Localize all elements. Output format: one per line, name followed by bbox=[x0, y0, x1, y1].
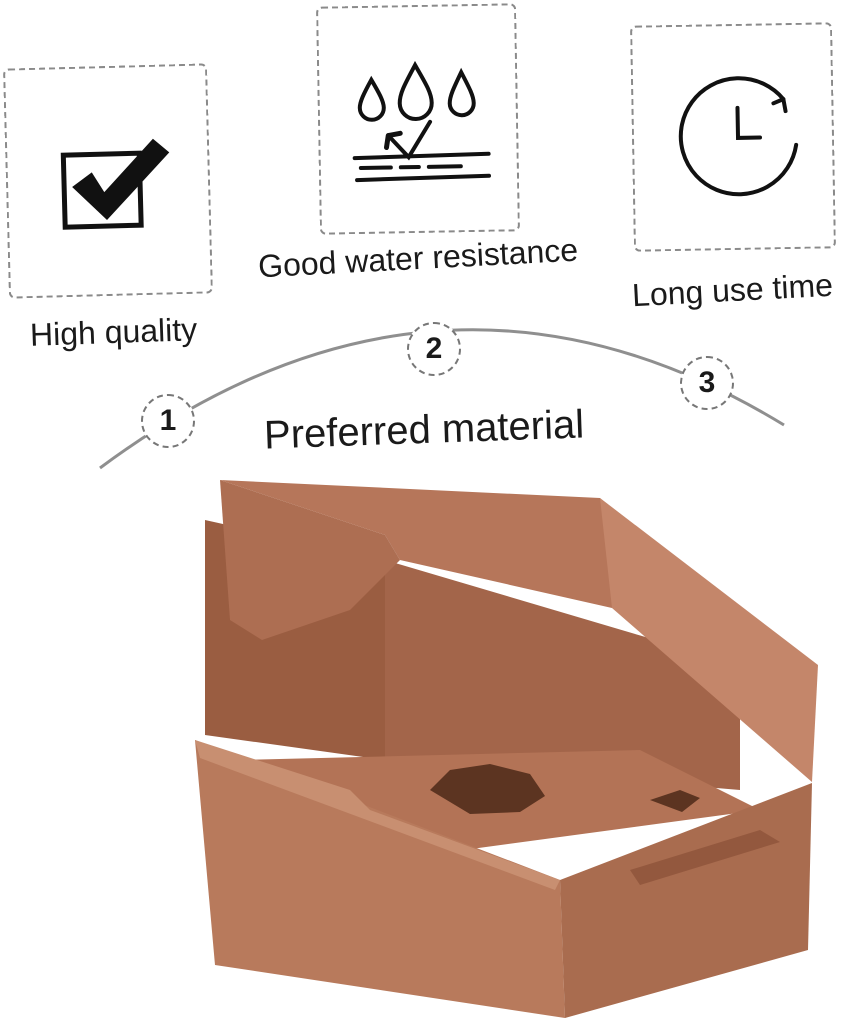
feature-card-water-resistance bbox=[316, 3, 520, 235]
step-badge-1: 1 bbox=[141, 394, 195, 448]
checkbox-check-icon bbox=[60, 138, 170, 230]
step-badge-2: 2 bbox=[407, 322, 461, 376]
clock-refresh-icon bbox=[678, 76, 799, 197]
feature-card-long-use-time bbox=[630, 22, 836, 252]
water-drops-icon bbox=[352, 60, 492, 183]
step-badge-3: 3 bbox=[680, 356, 734, 410]
feature-card-high-quality bbox=[3, 63, 213, 299]
